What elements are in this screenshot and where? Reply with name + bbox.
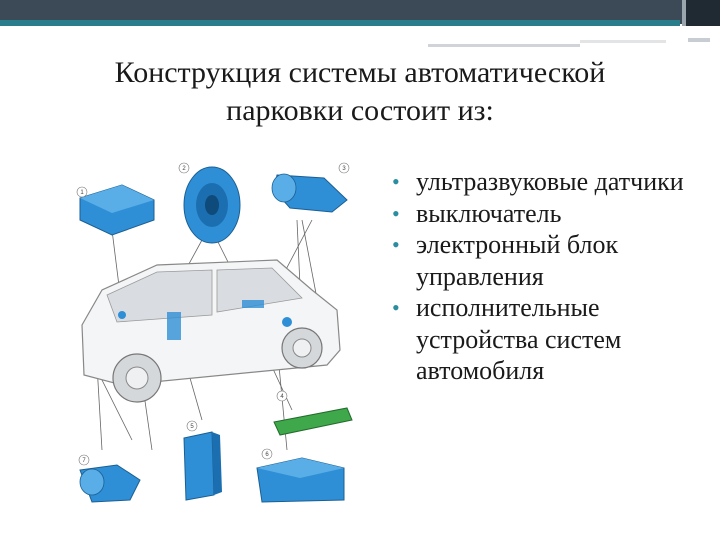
car-outline: [81, 259, 341, 403]
list-item: ультразвуковые датчики: [388, 166, 688, 198]
ultrasonic-sensor-component: [79, 464, 141, 503]
header-divider: [682, 0, 686, 26]
list-item: исполнительные устройства систем автомоб…: [388, 292, 688, 387]
header-corner-block: [686, 0, 720, 26]
parking-system-illustration: 1 2 3 4 5 6 7: [76, 162, 353, 503]
title-line: Конструкция системы автоматической: [114, 56, 606, 89]
buzzer-speaker-component: [183, 166, 241, 244]
callout-number: 7: [82, 458, 86, 464]
callout-number: 4: [280, 394, 284, 400]
callout-number: 2: [182, 166, 186, 172]
callout-number: 3: [342, 166, 346, 172]
callout-number: 1: [80, 190, 84, 196]
callout-number: 6: [265, 452, 269, 458]
list-item: электронный блок управления: [388, 229, 688, 292]
slide-title: Конструкция системы автоматической парко…: [40, 54, 680, 130]
list-item: выключатель: [388, 198, 688, 230]
interface-module-component: [273, 407, 353, 436]
callout-number: 5: [190, 424, 194, 430]
decor-line: [428, 44, 580, 47]
component-list: ультразвуковые датчики выключатель элект…: [388, 166, 688, 387]
parking-module-component: [256, 457, 345, 503]
control-unit-component: [79, 184, 155, 236]
header-accent-stripe: [0, 20, 680, 26]
decor-corner: [688, 38, 710, 42]
header-bar: [0, 0, 720, 26]
ultrasonic-sensor-component: [271, 173, 348, 213]
switch-component: [183, 431, 222, 501]
title-line: парковки состоит из:: [226, 94, 494, 127]
decor-line: [580, 40, 666, 43]
